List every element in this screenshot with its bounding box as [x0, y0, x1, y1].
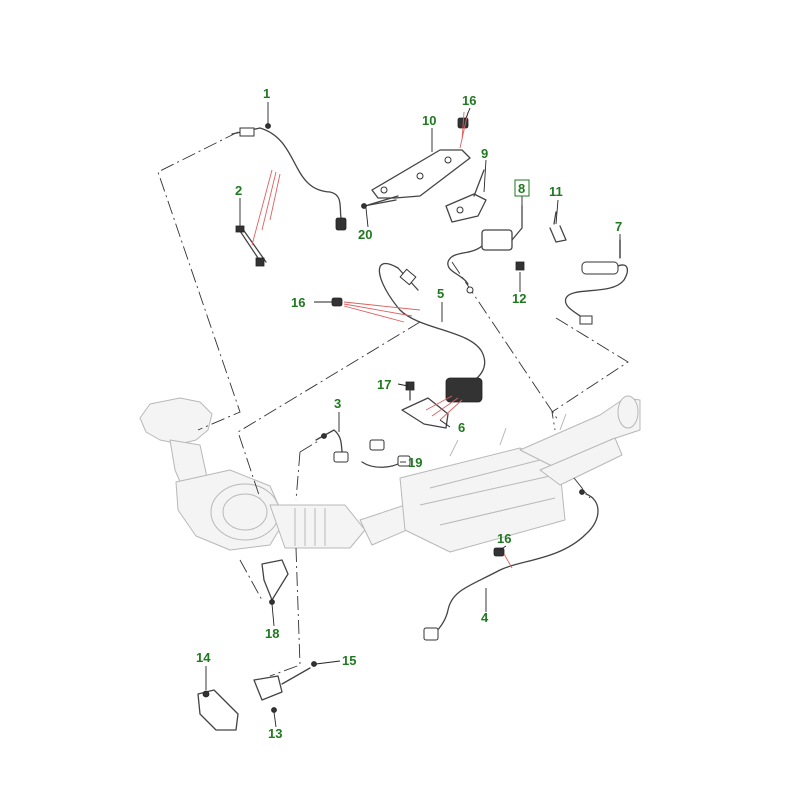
location-leader-lines: [157, 131, 629, 677]
callout-1: 1: [263, 86, 270, 101]
callout-14: 14: [196, 650, 211, 665]
callout-17: 17: [377, 377, 391, 392]
callout-5: 5: [437, 286, 444, 301]
bracket-part-10: [367, 149, 471, 206]
callout-8: 8: [518, 181, 525, 196]
callout-7: 7: [615, 219, 622, 234]
bolt-part-17: [405, 381, 415, 401]
callout-9: 9: [481, 146, 488, 161]
sensor-part-8: [447, 205, 523, 294]
callout-8-box: [514, 179, 530, 197]
callout-leaders: [205, 102, 621, 728]
callout-18: 18: [265, 626, 279, 641]
sensor-part-1: [231, 123, 347, 231]
exhaust-system-outline: [139, 395, 641, 553]
bracket-part-2: [235, 225, 267, 267]
clip-part-16-low: [493, 547, 513, 569]
callout-19: 19: [408, 455, 422, 470]
callout-2: 2: [235, 183, 242, 198]
bracket-part-18: [261, 559, 289, 605]
module-part-9: [445, 169, 487, 223]
callout-16-top: 16: [462, 93, 476, 108]
sensor-part-3: [315, 429, 349, 463]
ref-lines-2: [251, 169, 281, 246]
callout-13: 13: [268, 726, 282, 741]
callout-3: 3: [334, 396, 341, 411]
callout-12: 12: [512, 291, 526, 306]
bracket-part-14: [197, 689, 239, 731]
callout-20: 20: [358, 227, 372, 242]
sensor-part-19: [361, 439, 411, 468]
bolt-part-20: [361, 199, 397, 209]
callout-4: 4: [481, 610, 489, 625]
nut-part-12: [515, 261, 525, 271]
clip-part-16-top: [457, 111, 469, 149]
callout-15: 15: [342, 653, 356, 668]
callout-labels: 1 2 3 4 5 6 7 8 9 10 11 12 13 14 15 16 1…: [196, 86, 622, 741]
clip-part-16-mid: [331, 297, 421, 323]
sensor-part-5: [378, 262, 486, 383]
shield-part-6: [401, 377, 483, 429]
callout-6: 6: [458, 420, 465, 435]
callout-16-mid: 16: [291, 295, 305, 310]
callout-16-low: 16: [497, 531, 511, 546]
callout-11: 11: [549, 184, 563, 199]
clip-part-11: [549, 211, 567, 243]
sensor-mount-part-13: [253, 661, 317, 713]
sensor-part-4: [423, 489, 599, 641]
sensor-part-7: [564, 239, 629, 325]
callout-10: 10: [422, 113, 436, 128]
